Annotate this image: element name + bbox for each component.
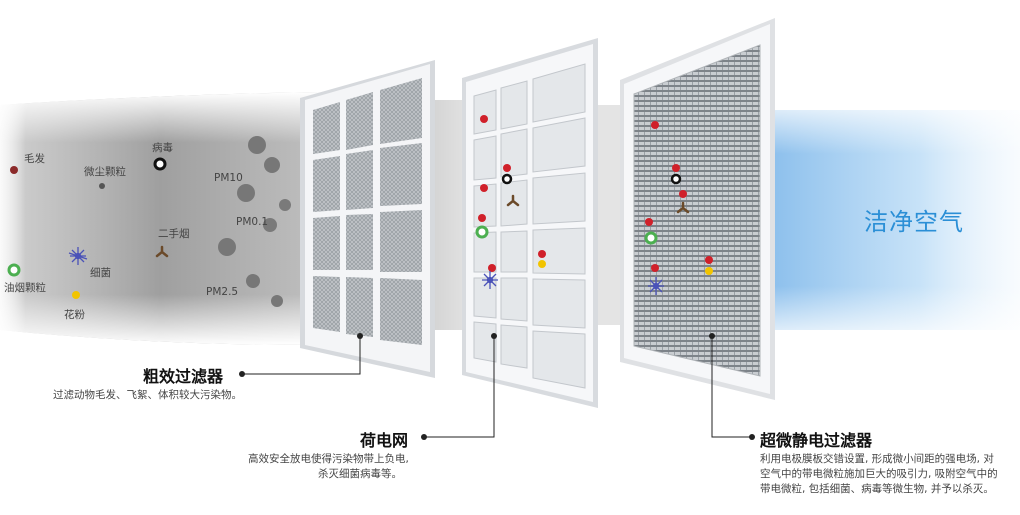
charged-leader-line <box>424 336 495 438</box>
electrostatic-leader-line <box>711 336 752 438</box>
virus-icon <box>153 157 167 171</box>
coarse-filter <box>300 60 435 378</box>
electrostatic-desc-3: 带电微粒, 包括细菌、病毒等微生物, 并予以杀灭。 <box>760 483 994 495</box>
charged-net-desc-1: 高效安全放电使得污染物带上负电, <box>248 453 409 465</box>
pm10-particle <box>237 184 255 202</box>
label-pm10: PM10 <box>214 172 243 184</box>
label-bacteria: 细菌 <box>90 267 111 279</box>
charged-net-filter <box>462 38 598 408</box>
electrostatic-markers <box>644 121 713 295</box>
charged-leader-dot <box>421 434 427 440</box>
coarse-filter-title: 粗效过滤器 <box>143 367 224 386</box>
electrostatic-filter <box>620 18 775 400</box>
electrostatic-desc-1: 利用电极膜板交错设置, 形成微小间距的强电场, 对 <box>760 453 994 465</box>
leader-lines <box>242 336 752 438</box>
charge-markers <box>475 115 546 289</box>
label-virus: 病毒 <box>152 142 173 154</box>
bacteria-icon <box>68 247 88 265</box>
electrostatic-leader-end <box>709 333 715 339</box>
electrostatic-filter-title: 超微静电过滤器 <box>760 431 873 450</box>
pm10-particle <box>248 136 266 154</box>
particle-markers <box>7 136 291 307</box>
label-dust: 微尘颗粒 <box>84 166 126 178</box>
label-oil: 油烟颗粒 <box>4 282 46 294</box>
polluted-air-stream <box>0 92 320 345</box>
hair-dot <box>10 166 18 174</box>
pm01-particle <box>279 199 291 211</box>
coarse-filter-mesh <box>313 78 422 345</box>
label-pm25: PM2.5 <box>206 286 239 298</box>
charged-net-cells <box>473 63 586 389</box>
label-smoke: 二手烟 <box>158 228 190 240</box>
pollen-dot <box>72 291 80 299</box>
coarse-leader-line <box>242 336 361 375</box>
clean-air-label: 洁净空气 <box>864 208 964 236</box>
clean-air-stream <box>770 110 1020 330</box>
pm01-particle <box>263 218 277 232</box>
charged-net-title: 荷电网 <box>360 431 409 450</box>
electrostatic-desc-2: 空气中的带电微粒施加巨大的吸引力, 吸附空气中的 <box>760 468 998 480</box>
smoke-icon <box>155 245 169 258</box>
label-hair: 毛发 <box>24 153 45 165</box>
dust-dot <box>99 183 105 189</box>
pm25-particle <box>271 295 283 307</box>
coarse-filter-desc: 过滤动物毛发、飞絮、体积较大污染物。 <box>53 389 242 401</box>
coarse-leader-dot <box>239 371 245 377</box>
pm10-particle <box>264 157 280 173</box>
pm25-particle <box>218 238 236 256</box>
pm25-particle <box>246 274 260 288</box>
label-pollen: 花粉 <box>64 309 85 321</box>
label-pm01: PM0.1 <box>236 216 269 228</box>
charged-net-desc-2: 杀灭细菌病毒等。 <box>318 468 402 480</box>
oil-particle-dot <box>7 263 21 277</box>
coarse-leader-end <box>357 333 363 339</box>
electrostatic-leader-dot <box>749 434 755 440</box>
charged-leader-end <box>491 333 497 339</box>
